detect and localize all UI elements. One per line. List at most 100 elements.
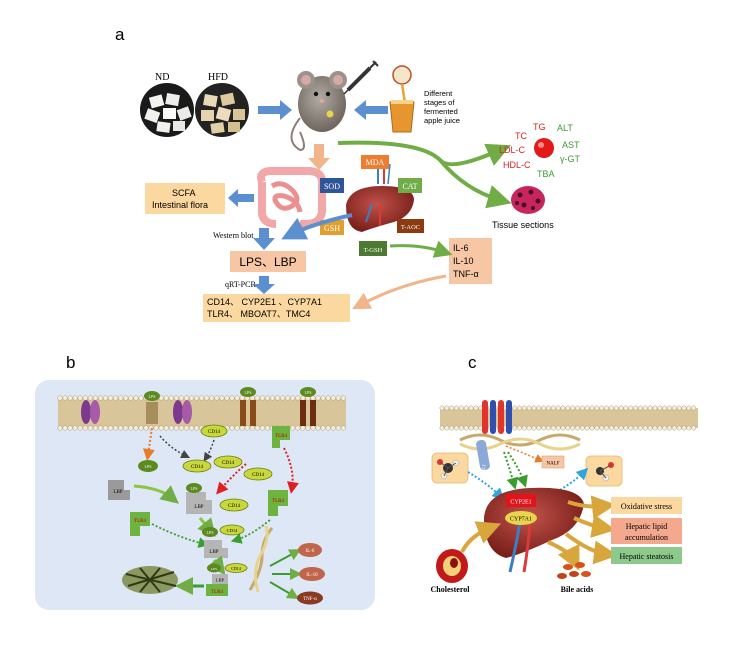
cd14-membrane-label: CD14 bbox=[208, 430, 220, 435]
lipid-head bbox=[565, 405, 571, 411]
alt-tag-label: ALT bbox=[480, 463, 486, 472]
lipid-head bbox=[628, 425, 634, 431]
lps-dotted-arrow bbox=[142, 427, 155, 461]
intestinal-flora-label: Intestinal flora bbox=[152, 200, 208, 210]
lipid-head bbox=[209, 395, 215, 401]
lbp-final bbox=[212, 574, 228, 584]
cd14-free bbox=[213, 455, 243, 469]
lipid-head bbox=[575, 405, 580, 411]
scfa-box bbox=[145, 183, 225, 214]
lipid-head bbox=[320, 425, 326, 431]
lipid-head bbox=[57, 395, 63, 401]
panel-label-b: b bbox=[66, 353, 75, 372]
lipid-head bbox=[565, 425, 571, 431]
lipid-head bbox=[254, 395, 260, 401]
lipid-head bbox=[239, 395, 245, 401]
juice-label-line-2: stages of bbox=[424, 98, 455, 107]
cell-membrane-c bbox=[439, 405, 698, 431]
lipid-head bbox=[512, 405, 518, 411]
cd14-free bbox=[243, 467, 273, 481]
lipid-head bbox=[244, 425, 250, 431]
lps-molecule bbox=[300, 387, 316, 397]
accumulation-label: accumulation bbox=[625, 533, 668, 542]
lipid-head bbox=[444, 405, 450, 411]
lipid-head bbox=[604, 425, 610, 431]
diet-to-mouse-arrow bbox=[258, 100, 292, 120]
lipid-head bbox=[454, 425, 459, 431]
lipid-head bbox=[143, 425, 149, 431]
lipid-head bbox=[173, 425, 179, 431]
bile-acids-label: Bile acids bbox=[561, 585, 594, 594]
lipid-head bbox=[594, 425, 600, 431]
lps-mid-label: LPS bbox=[207, 530, 214, 535]
lipid-head bbox=[691, 405, 697, 411]
lipid-head bbox=[280, 395, 286, 401]
hepatic-lipid-label: Hepatic lipid bbox=[626, 522, 668, 531]
lipid-head bbox=[541, 405, 547, 411]
lipid-head bbox=[550, 405, 556, 411]
lipid-head bbox=[102, 425, 109, 431]
tnf-output bbox=[297, 591, 323, 605]
lipid-head bbox=[194, 425, 200, 431]
oxidative-stress-box bbox=[611, 497, 682, 514]
tlr4-right-dotted-arrow bbox=[230, 519, 271, 544]
cholesterol-vessel-image bbox=[436, 549, 468, 583]
lipid-head bbox=[163, 425, 169, 431]
lipid-head bbox=[158, 425, 164, 431]
tgsh-box bbox=[359, 241, 387, 256]
dna-to-il6-arrow bbox=[269, 549, 302, 567]
lipid-head bbox=[463, 425, 469, 431]
lipid-head bbox=[128, 425, 134, 431]
lipid-head bbox=[536, 425, 542, 431]
lipid-head bbox=[516, 425, 522, 431]
hepatic-steatosis-box bbox=[611, 547, 682, 564]
lipid-head bbox=[133, 425, 139, 431]
lipid-head bbox=[512, 425, 518, 431]
lipid-head bbox=[214, 395, 220, 401]
lps-molecule-label: LPS bbox=[305, 390, 312, 395]
lipid-head bbox=[128, 395, 134, 401]
lipid-head bbox=[531, 425, 537, 431]
qrt-pcr-label: qRT-PCR bbox=[225, 280, 256, 289]
lipid-head bbox=[546, 425, 551, 431]
diet-hfd-label: HFD bbox=[208, 72, 228, 83]
cd14-free-label: CD14 bbox=[228, 504, 240, 509]
juice-label-line-4: apple juice bbox=[424, 116, 460, 125]
lipid-head bbox=[463, 405, 469, 411]
left-molecule-to-liver-dotted bbox=[467, 471, 505, 501]
lipid-head bbox=[671, 405, 677, 411]
lipid-head bbox=[642, 425, 648, 431]
lipid-head bbox=[183, 425, 190, 431]
lipid-head bbox=[92, 395, 98, 401]
mda-label: MDA bbox=[366, 158, 385, 167]
lipid-head bbox=[330, 425, 336, 431]
lipid-head bbox=[657, 425, 663, 431]
lipid-head bbox=[647, 425, 653, 431]
lipid-head bbox=[579, 405, 585, 411]
tlr4-membrane-receptors bbox=[81, 400, 316, 426]
lps-molecule bbox=[144, 391, 160, 401]
lipid-head bbox=[234, 395, 240, 401]
diet-nd-label: ND bbox=[155, 72, 169, 83]
lipid-head bbox=[123, 395, 129, 401]
lipid-head bbox=[229, 425, 235, 431]
lipid-head bbox=[183, 395, 190, 401]
panel-label-c: c bbox=[468, 353, 477, 372]
lipid-head bbox=[608, 405, 614, 411]
lipid-head bbox=[686, 425, 692, 431]
lipid-head bbox=[584, 405, 590, 411]
lbp-gray-label: LBP bbox=[113, 490, 122, 495]
lipid-head bbox=[613, 425, 619, 431]
lipid-head bbox=[618, 405, 624, 411]
lbp-complex-label: LBP bbox=[194, 505, 203, 510]
lipid-head bbox=[77, 425, 83, 431]
lipid-head bbox=[599, 405, 605, 411]
lipid-head bbox=[138, 425, 144, 431]
lipid-head bbox=[521, 405, 527, 411]
lps-mid bbox=[202, 527, 218, 537]
lps-lbp-box bbox=[230, 251, 306, 272]
lipid-head bbox=[613, 405, 619, 411]
tnf-output-label: TNF-α bbox=[303, 597, 317, 602]
cyp7a1-ellipse bbox=[505, 511, 537, 525]
cd14-membrane bbox=[200, 424, 228, 438]
